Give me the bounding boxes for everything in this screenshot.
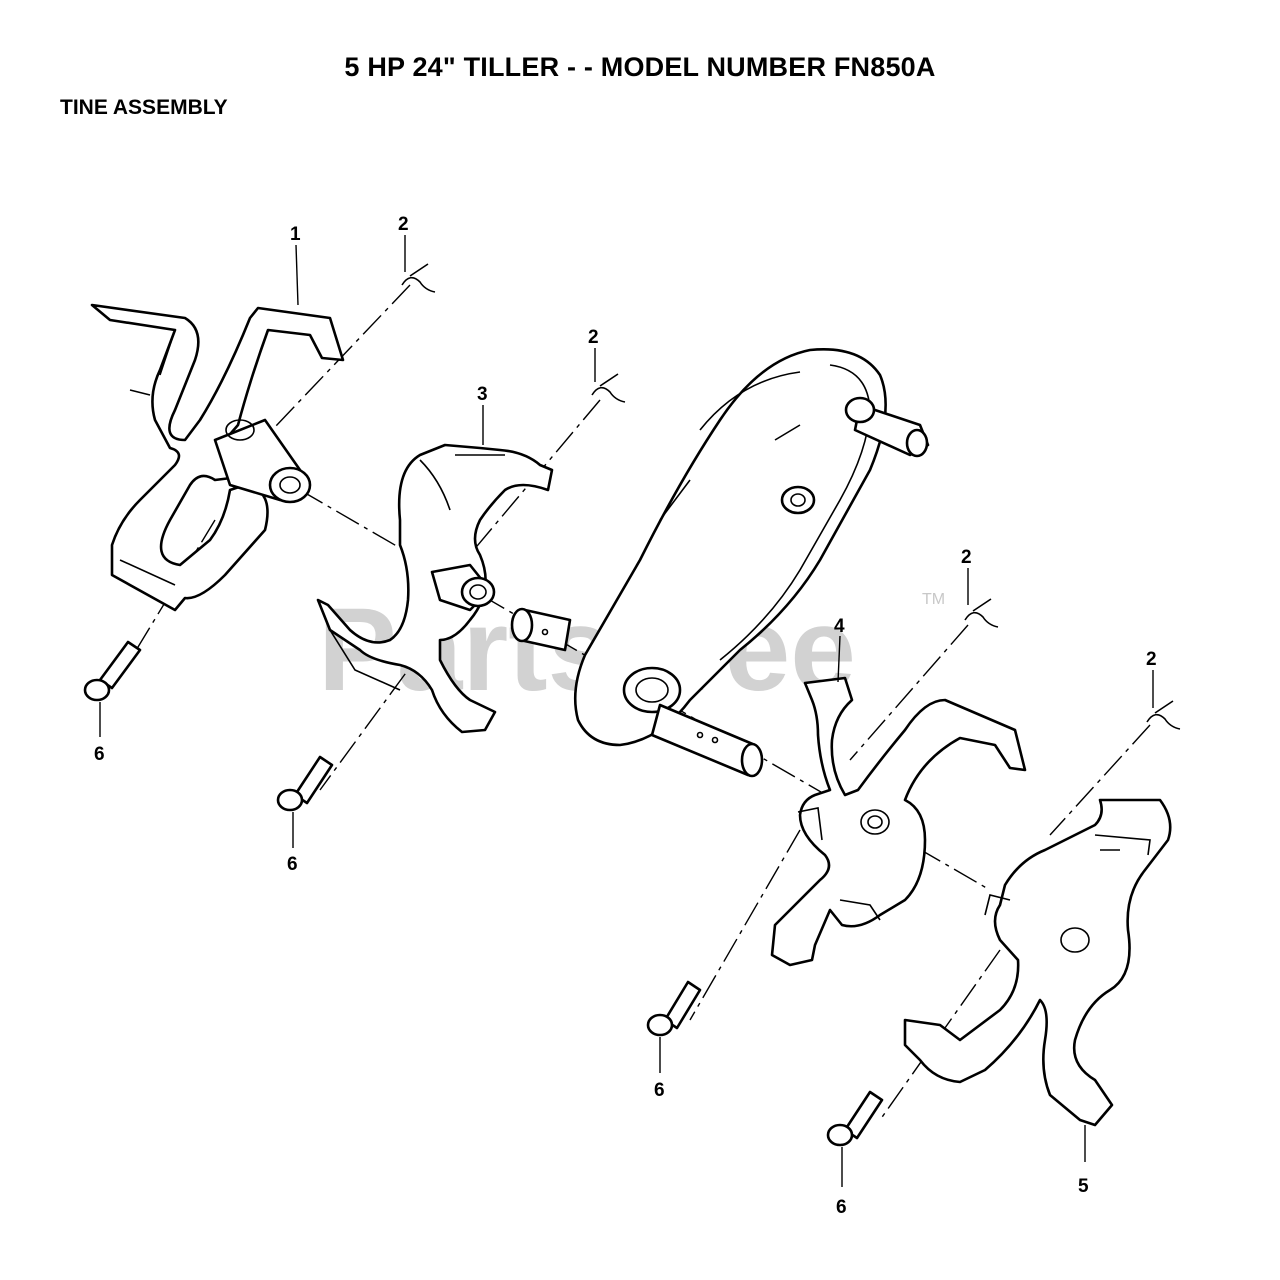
callout-4: 4 — [834, 616, 845, 637]
callout-3: 3 — [477, 384, 488, 405]
callout-6-d: 6 — [836, 1197, 847, 1218]
tine-outer-left — [90, 303, 345, 612]
hairpin-clips — [401, 263, 1181, 730]
callout-6-c: 6 — [654, 1080, 665, 1101]
bolt-4 — [826, 1090, 884, 1147]
tine-inner-right — [770, 676, 1027, 967]
callout-6-b: 6 — [287, 854, 298, 875]
callout-6-a: 6 — [94, 744, 105, 765]
diagram-subtitle: TINE ASSEMBLY — [60, 96, 228, 119]
callout-numbers: 1 2 2 3 2 4 2 6 6 6 5 6 — [94, 214, 1157, 1218]
clevis-pin-bolts — [83, 640, 884, 1147]
bolt-1 — [83, 640, 142, 702]
bolt-2 — [276, 755, 334, 812]
diagram-title: 5 HP 24" TILLER - - MODEL NUMBER FN850A — [344, 52, 936, 82]
watermark-tm: TM — [922, 591, 945, 608]
tine-axle-shaft — [510, 607, 764, 778]
callout-2-a: 2 — [398, 214, 409, 235]
clip-4 — [1146, 700, 1181, 730]
callout-1: 1 — [290, 224, 301, 245]
tine-outer-right — [903, 798, 1172, 1127]
callout-2-c: 2 — [961, 547, 972, 568]
clip-3 — [964, 598, 999, 628]
bolt-3 — [646, 980, 702, 1037]
clip-2 — [591, 373, 626, 403]
callout-2-b: 2 — [588, 327, 599, 348]
callout-2-d: 2 — [1146, 649, 1157, 670]
clip-1 — [401, 263, 436, 293]
gear-case-housing — [573, 348, 930, 747]
callout-5: 5 — [1078, 1176, 1089, 1197]
tine-inner-left — [316, 443, 554, 734]
leader-lines — [99, 235, 1154, 1187]
